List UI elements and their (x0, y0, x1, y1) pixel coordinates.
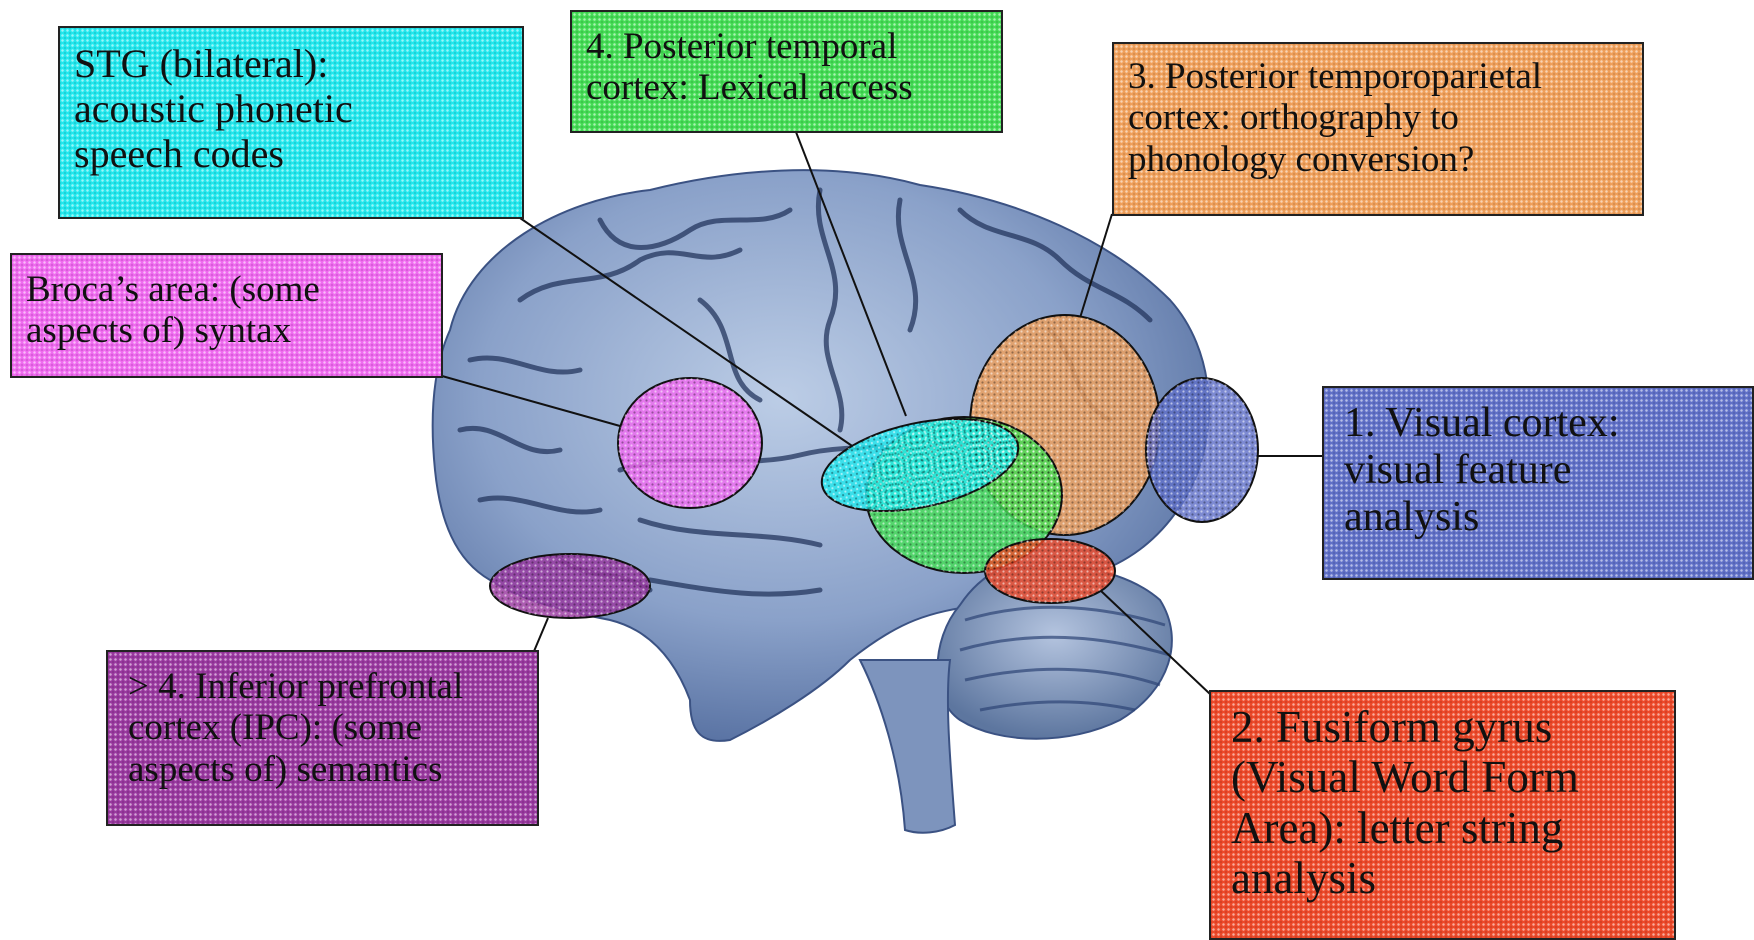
label-text-stg: STG (bilateral): acoustic phonetic speec… (74, 42, 512, 176)
brainstem (860, 660, 955, 833)
label-box-stg: STG (bilateral): acoustic phonetic speec… (58, 26, 524, 219)
label-text-temporoparietal: 3. Posterior temporoparietal cortex: ort… (1128, 56, 1632, 180)
label-box-visual-cortex: 1. Visual cortex: visual feature analysi… (1322, 386, 1754, 580)
label-text-posterior-temporal: 4. Posterior temporal cortex: Lexical ac… (586, 26, 991, 109)
label-text-inferior-prefrontal: > 4. Inferior prefrontal cortex (IPC): (… (128, 666, 527, 790)
region-fusiform-texture (985, 539, 1115, 603)
region-inferior-prefrontal-texture (490, 554, 650, 618)
region-visual-cortex-texture (1146, 378, 1258, 522)
label-box-temporoparietal: 3. Posterior temporoparietal cortex: ort… (1112, 42, 1644, 216)
label-box-inferior-prefrontal: > 4. Inferior prefrontal cortex (IPC): (… (106, 650, 539, 826)
label-box-posterior-temporal: 4. Posterior temporal cortex: Lexical ac… (570, 10, 1003, 133)
label-text-fusiform: 2. Fusiform gyrus (Visual Word Form Area… (1231, 702, 1664, 904)
region-broca-texture (618, 378, 762, 508)
label-box-broca: Broca’s area: (some aspects of) syntax (10, 253, 443, 378)
label-text-broca: Broca’s area: (some aspects of) syntax (26, 269, 431, 352)
label-text-visual-cortex: 1. Visual cortex: visual feature analysi… (1344, 400, 1742, 541)
label-box-fusiform: 2. Fusiform gyrus (Visual Word Form Area… (1209, 690, 1676, 940)
